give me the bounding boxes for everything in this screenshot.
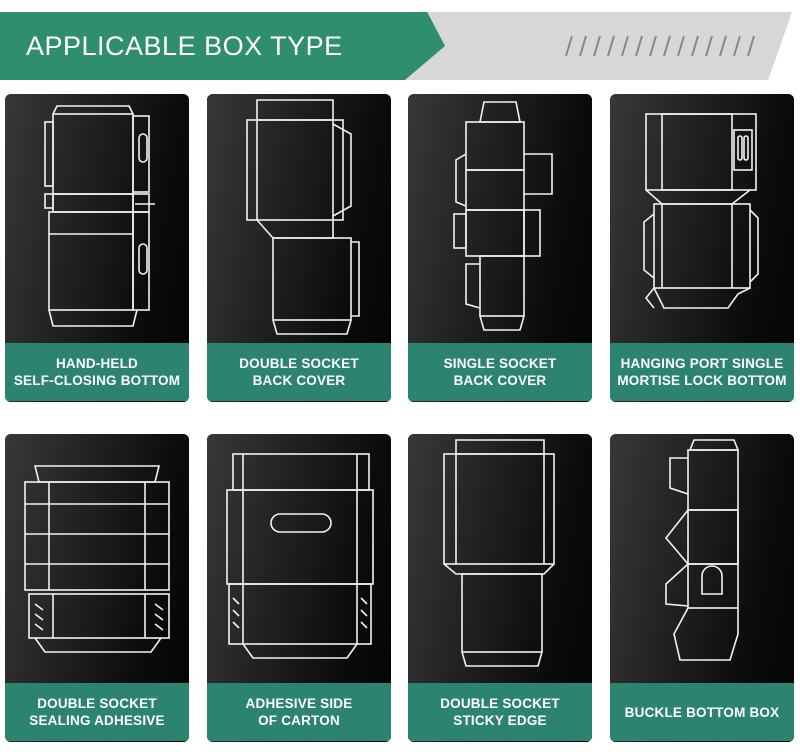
buckle-bottom-box-dieline-icon: [664, 439, 740, 661]
box-type-card-single-socket-back-cover[interactable]: SINGLE SOCKET BACK COVER: [408, 94, 592, 402]
label-line-1: BUCKLE BOTTOM BOX: [624, 704, 780, 720]
label-line-2: OF CARTON: [258, 713, 340, 728]
label-line-1: ADHESIVE SIDE: [245, 696, 353, 711]
decorative-slashes-icon: [565, 35, 755, 57]
double-socket-back-cover-dieline-icon: [246, 99, 360, 335]
box-type-card-double-socket-sticky-edge[interactable]: DOUBLE SOCKET STICKY EDGE: [408, 434, 592, 742]
box-type-card-buckle-bottom[interactable]: BUCKLE BOTTOM BOX: [610, 434, 794, 742]
header-banner: APPLICABLE BOX TYPE: [0, 0, 800, 92]
label-line-1: SINGLE SOCKET: [443, 356, 557, 371]
box-type-card-double-socket-sealing-adhesive[interactable]: DOUBLE SOCKET SEALING ADHESIVE: [5, 434, 189, 742]
box-type-label: DOUBLE SOCKET BACK COVER: [207, 343, 391, 401]
label-line-1: DOUBLE SOCKET: [239, 356, 359, 371]
box-type-label: DOUBLE SOCKET STICKY EDGE: [408, 683, 592, 741]
box-type-card-hand-held[interactable]: HAND-HELD SELF-CLOSING BOTTOM: [5, 94, 189, 402]
label-line-2: BACK COVER: [252, 373, 346, 388]
sealing-adhesive-box-dieline-icon: [24, 465, 170, 653]
label-line-1: HAND-HELD: [55, 356, 139, 371]
label-line-2: BACK COVER: [453, 373, 547, 388]
label-line-2: MORTISE LOCK BOTTOM: [617, 373, 787, 388]
box-type-label: BUCKLE BOTTOM BOX: [610, 683, 794, 741]
label-line-2: STICKY EDGE: [453, 713, 547, 728]
adhesive-side-carton-dieline-icon: [226, 453, 374, 659]
hanging-port-box-dieline-icon: [643, 113, 759, 309]
label-line-2: SEALING ADHESIVE: [29, 713, 165, 728]
box-type-card-double-socket-back-cover[interactable]: DOUBLE SOCKET BACK COVER: [207, 94, 391, 402]
box-type-label: DOUBLE SOCKET SEALING ADHESIVE: [5, 683, 189, 741]
sticky-edge-box-dieline-icon: [443, 439, 555, 667]
page-title: APPLICABLE BOX TYPE: [26, 31, 343, 61]
label-line-1: DOUBLE SOCKET: [440, 696, 560, 711]
box-type-label: HAND-HELD SELF-CLOSING BOTTOM: [5, 343, 189, 401]
box-type-label: HANGING PORT SINGLE MORTISE LOCK BOTTOM: [610, 343, 794, 401]
label-line-1: HANGING PORT SINGLE: [620, 356, 784, 371]
banner-green-tab: [0, 12, 445, 80]
label-line-1: DOUBLE SOCKET: [37, 696, 157, 711]
box-type-card-hanging-port[interactable]: HANGING PORT SINGLE MORTISE LOCK BOTTOM: [610, 94, 794, 402]
label-line-2: SELF-CLOSING BOTTOM: [13, 373, 181, 388]
hand-held-box-dieline-icon: [44, 105, 155, 327]
single-socket-back-cover-dieline-icon: [453, 101, 553, 331]
box-type-label: SINGLE SOCKET BACK COVER: [408, 343, 592, 401]
box-type-label: ADHESIVE SIDE OF CARTON: [207, 683, 391, 741]
box-type-card-adhesive-side-of-carton[interactable]: ADHESIVE SIDE OF CARTON: [207, 434, 391, 742]
